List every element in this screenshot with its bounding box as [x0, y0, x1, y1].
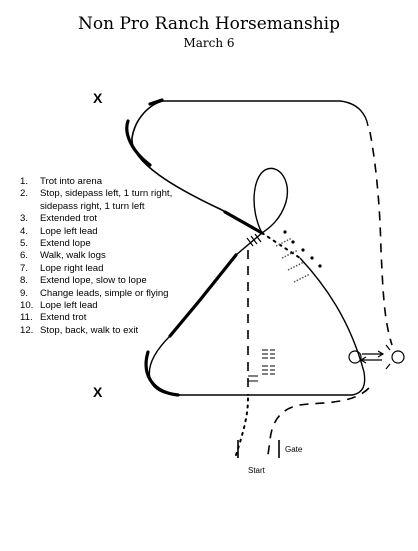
start-label: Start	[248, 466, 265, 475]
pattern-title: Non Pro Ranch Horsemanship	[78, 14, 340, 34]
instruction-item: 3.Extended trot	[20, 213, 98, 225]
marker-x-top: X	[93, 90, 103, 106]
path-walk-right	[261, 232, 301, 259]
crossing-marks	[246, 233, 262, 247]
instruction-item: 11.Extend trot	[20, 312, 87, 324]
path-trot-right	[369, 131, 393, 346]
instruction-item: 1.Trot into arena	[20, 176, 103, 187]
pattern-date: March 6	[183, 36, 235, 50]
path-lope-top-left	[131, 100, 263, 234]
instruction-list: 1.Trot into arena 2.Stop, sidepass left,…	[20, 176, 180, 337]
instruction-item: 4.Lope left lead	[20, 225, 98, 237]
path-lope-left-diagonal	[235, 232, 263, 256]
instruction-item: 7.Lope right lead	[20, 262, 104, 274]
path-trot-exit	[267, 387, 370, 456]
path-lope-top	[163, 100, 369, 127]
instruction-item: 2.Stop, sidepass left, 1 turn right, sid…	[20, 188, 173, 212]
path-lope-loop	[253, 167, 289, 234]
path-extended-lope-left-diagonal	[168, 253, 238, 338]
instruction-item: 9.Change leads, simple or flying	[20, 287, 169, 299]
gate-label: Gate	[285, 445, 303, 454]
path-extended-lope-top-start	[148, 98, 164, 106]
instruction-item: 12.Stop, back, walk to exit	[20, 324, 139, 336]
instruction-item: 8.Extend lope, slow to lope	[20, 275, 147, 287]
path-extended-lope-diagonal	[223, 210, 264, 235]
sidepass-markers	[348, 344, 405, 370]
instruction-item: 6.Walk, walk logs	[20, 250, 106, 262]
path-extended-lope-bottom-left	[144, 350, 180, 397]
path-extended-lope-top	[125, 119, 152, 167]
instruction-item: 5.Extend lope	[20, 238, 91, 250]
instruction-item: 10.Lope left lead	[20, 300, 98, 312]
walk-log-dots	[283, 230, 322, 268]
marker-x-bottom: X	[93, 384, 103, 400]
path-lope-bottom	[178, 371, 366, 396]
path-lope-right-inner	[299, 257, 365, 373]
back-marks	[248, 349, 275, 382]
